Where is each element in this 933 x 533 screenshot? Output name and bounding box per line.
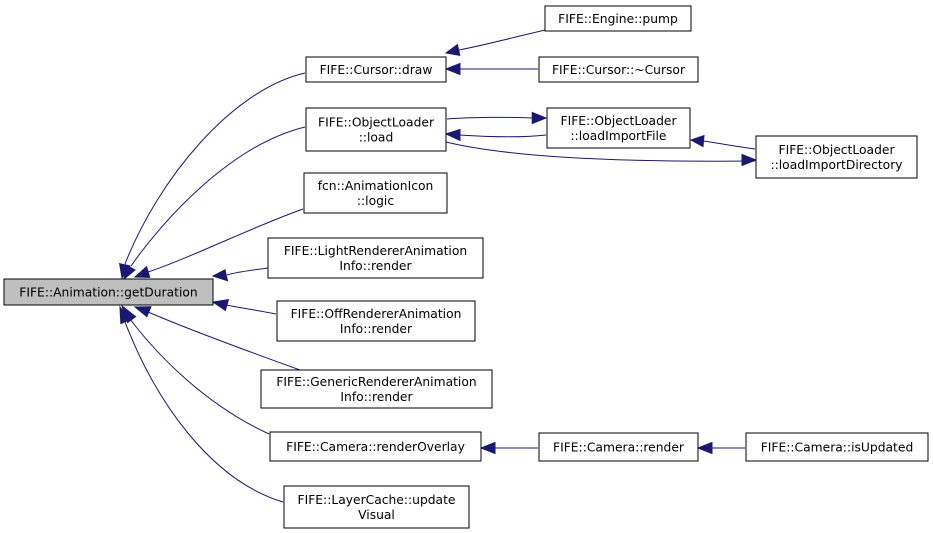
node-camera-isupdated[interactable]: FIFE::Camera::isUpdated xyxy=(745,432,929,462)
node-box xyxy=(269,431,482,462)
node-root[interactable]: FIFE::Animation::getDuration xyxy=(3,278,214,306)
edge-line xyxy=(130,126,306,267)
node-cursor-draw[interactable]: FIFE::Cursor::draw xyxy=(305,56,447,83)
arrowhead-icon xyxy=(479,441,496,455)
arrowhead-icon xyxy=(133,306,152,318)
node-label: FIFE::Engine::pump xyxy=(558,12,678,26)
arrowhead-icon xyxy=(531,111,548,125)
edge-camera_renderoverlay-to-root xyxy=(120,304,270,435)
node-label: fcn::AnimationIcon xyxy=(318,179,434,193)
node-box xyxy=(538,56,699,83)
arrowhead-icon xyxy=(689,134,705,148)
arrowhead-icon xyxy=(133,265,151,278)
edge-line xyxy=(446,116,534,120)
node-engine-pump[interactable]: FIFE::Engine::pump xyxy=(544,5,692,32)
node-box xyxy=(283,485,470,529)
arrowhead-icon xyxy=(211,298,230,312)
edge-objloader_load-to-objloader_loadimportfile xyxy=(446,111,548,125)
edge-line xyxy=(225,304,277,315)
node-label: FIFE::LightRendererAnimation xyxy=(284,244,467,258)
edge-line xyxy=(129,318,270,435)
edge-line xyxy=(124,321,284,503)
node-box xyxy=(745,432,929,462)
node-objloader-loadimportfile[interactable]: FIFE::ObjectLoader::loadImportFile xyxy=(546,107,691,149)
edge-light_render-to-root xyxy=(211,267,269,282)
edge-line xyxy=(147,208,304,273)
node-objloader-load[interactable]: FIFE::ObjectLoader::load xyxy=(305,107,447,152)
nodes: FIFE::Animation::getDuration FIFE::Cursor… xyxy=(3,5,929,529)
node-camera-render[interactable]: FIFE::Camera::render xyxy=(538,432,699,462)
edge-camera_render-to-camera_renderoverlay xyxy=(479,441,538,455)
arrowhead-icon xyxy=(444,128,461,142)
node-label: Info::render xyxy=(339,259,412,273)
arrowhead-icon xyxy=(211,269,229,282)
node-animicon-logic[interactable]: fcn::AnimationIcon::logic xyxy=(303,172,448,214)
node-label: FIFE::Animation::getDuration xyxy=(19,286,197,300)
edge-line xyxy=(147,311,301,371)
edge-objloader_loadimportdirectory-to-objloader_loadimportfile xyxy=(689,134,756,150)
edge-line xyxy=(445,141,756,162)
node-label: FIFE::ObjectLoader xyxy=(561,114,678,128)
edge-engine_pump-to-cursor_draw xyxy=(444,29,546,57)
edge-objloader_loadimportfile-to-objloader_load xyxy=(444,128,547,142)
edge-line xyxy=(226,267,269,276)
node-box xyxy=(3,278,214,306)
node-label: FIFE::ObjectLoader xyxy=(318,116,435,130)
arrowhead-icon xyxy=(444,62,461,76)
node-label: ::load xyxy=(359,131,394,145)
node-label: FIFE::Camera::render xyxy=(553,441,685,455)
node-label: FIFE::Camera::renderOverlay xyxy=(286,440,465,454)
node-label: Info::render xyxy=(340,390,413,404)
node-generic-render[interactable]: FIFE::GenericRendererAnimationInfo::rend… xyxy=(260,369,493,409)
node-box xyxy=(276,300,476,342)
edge-cursor_dtor-to-cursor_draw xyxy=(444,62,538,76)
node-label: FIFE::Cursor::~Cursor xyxy=(552,63,686,77)
node-cursor-dtor[interactable]: FIFE::Cursor::~Cursor xyxy=(538,56,699,83)
node-box xyxy=(546,107,691,149)
edge-off_render-to-root xyxy=(211,298,277,315)
node-box xyxy=(538,432,699,462)
edge-line xyxy=(124,72,306,265)
edge-objloader_loadimportdirectory-to-objloader_load xyxy=(445,141,758,167)
arrowhead-icon xyxy=(123,264,136,281)
node-box xyxy=(755,135,918,179)
edges xyxy=(118,29,758,503)
edge-line xyxy=(458,29,546,51)
node-box xyxy=(305,56,447,83)
edge-generic_render-to-root xyxy=(133,306,301,371)
edge-objloader_load-to-root xyxy=(123,126,306,281)
node-label: FIFE::Cursor::draw xyxy=(320,63,433,77)
node-objloader-loadimportdirectory[interactable]: FIFE::ObjectLoader::loadImportDirectory xyxy=(755,135,918,179)
node-box xyxy=(544,5,692,32)
node-label: Visual xyxy=(358,508,395,522)
node-box xyxy=(305,107,447,152)
node-box xyxy=(260,369,493,409)
edge-camera_isupdated-to-camera_render xyxy=(696,441,745,455)
arrowhead-icon xyxy=(696,441,713,455)
node-label: FIFE::OffRendererAnimation xyxy=(291,307,462,321)
arrowhead-icon xyxy=(741,153,758,167)
node-label: Info::render xyxy=(340,322,413,336)
node-box xyxy=(267,237,484,279)
node-label: FIFE::LayerCache::update xyxy=(298,493,456,507)
node-label: FIFE::GenericRendererAnimation xyxy=(276,375,476,389)
edge-layercache_update-to-root xyxy=(119,305,284,503)
node-camera-renderoverlay[interactable]: FIFE::Camera::renderOverlay xyxy=(269,431,482,462)
node-label: FIFE::ObjectLoader xyxy=(779,143,896,157)
node-label: ::loadImportFile xyxy=(571,129,667,143)
edge-line xyxy=(702,140,756,150)
node-label: ::loadImportDirectory xyxy=(770,158,902,172)
arrowhead-icon xyxy=(119,305,131,325)
edge-line xyxy=(458,134,547,138)
edge-animicon_logic-to-root xyxy=(133,208,304,278)
arrowhead-icon xyxy=(444,43,461,57)
node-label: FIFE::Camera::isUpdated xyxy=(761,441,914,455)
node-box xyxy=(303,172,448,214)
node-label: ::logic xyxy=(357,194,394,208)
